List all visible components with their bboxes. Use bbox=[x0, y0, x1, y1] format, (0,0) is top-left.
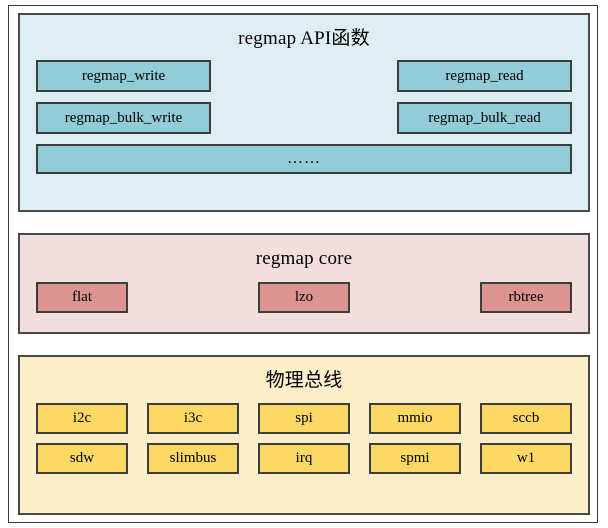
physical-bus-row-1: i2c i3c spi mmio sccb bbox=[36, 403, 572, 434]
regmap-core-node-row: flat lzo rbtree bbox=[20, 282, 588, 313]
node-i3c[interactable]: i3c bbox=[147, 403, 239, 434]
regmap-api-node-grid: regmap_write regmap_read regmap_bulk_wri… bbox=[20, 60, 588, 174]
node-regmap-read[interactable]: regmap_read bbox=[397, 60, 572, 92]
node-mmio[interactable]: mmio bbox=[369, 403, 461, 434]
node-regmap-write[interactable]: regmap_write bbox=[36, 60, 211, 92]
layer-title-physical-bus: 物理总线 bbox=[265, 370, 343, 391]
node-regmap-bulk-read[interactable]: regmap_bulk_read bbox=[397, 102, 572, 134]
layer-regmap-api: regmap API函数 regmap_write regmap_read re… bbox=[18, 13, 590, 212]
diagram-layer-stack: regmap API函数 regmap_write regmap_read re… bbox=[18, 13, 590, 515]
node-rbtree[interactable]: rbtree bbox=[480, 282, 572, 313]
node-spmi[interactable]: spmi bbox=[369, 443, 461, 474]
layer-title-regmap-core: regmap core bbox=[255, 248, 353, 269]
node-sccb[interactable]: sccb bbox=[480, 403, 572, 434]
node-flat[interactable]: flat bbox=[36, 282, 128, 313]
node-sdw[interactable]: sdw bbox=[36, 443, 128, 474]
node-regmap-more-ellipsis[interactable]: …… bbox=[36, 144, 572, 174]
layer-regmap-core: regmap core flat lzo rbtree bbox=[18, 233, 590, 334]
node-irq[interactable]: irq bbox=[258, 443, 350, 474]
row-spacer bbox=[211, 102, 397, 134]
node-w1[interactable]: w1 bbox=[480, 443, 572, 474]
node-i2c[interactable]: i2c bbox=[36, 403, 128, 434]
physical-bus-node-grid: i2c i3c spi mmio sccb sdw slimbus irq sp… bbox=[20, 403, 588, 474]
regmap-api-row-2: regmap_bulk_write regmap_bulk_read bbox=[32, 102, 576, 134]
node-lzo[interactable]: lzo bbox=[258, 282, 350, 313]
regmap-api-row-3: …… bbox=[32, 144, 576, 174]
layer-physical-bus: 物理总线 i2c i3c spi mmio sccb sdw slimbus i… bbox=[18, 355, 590, 515]
physical-bus-row-2: sdw slimbus irq spmi w1 bbox=[36, 443, 572, 474]
node-slimbus[interactable]: slimbus bbox=[147, 443, 239, 474]
node-regmap-bulk-write[interactable]: regmap_bulk_write bbox=[36, 102, 211, 134]
layer-title-regmap-api: regmap API函数 bbox=[238, 28, 370, 49]
node-spi[interactable]: spi bbox=[258, 403, 350, 434]
row-spacer bbox=[211, 60, 397, 92]
regmap-api-row-1: regmap_write regmap_read bbox=[32, 60, 576, 92]
